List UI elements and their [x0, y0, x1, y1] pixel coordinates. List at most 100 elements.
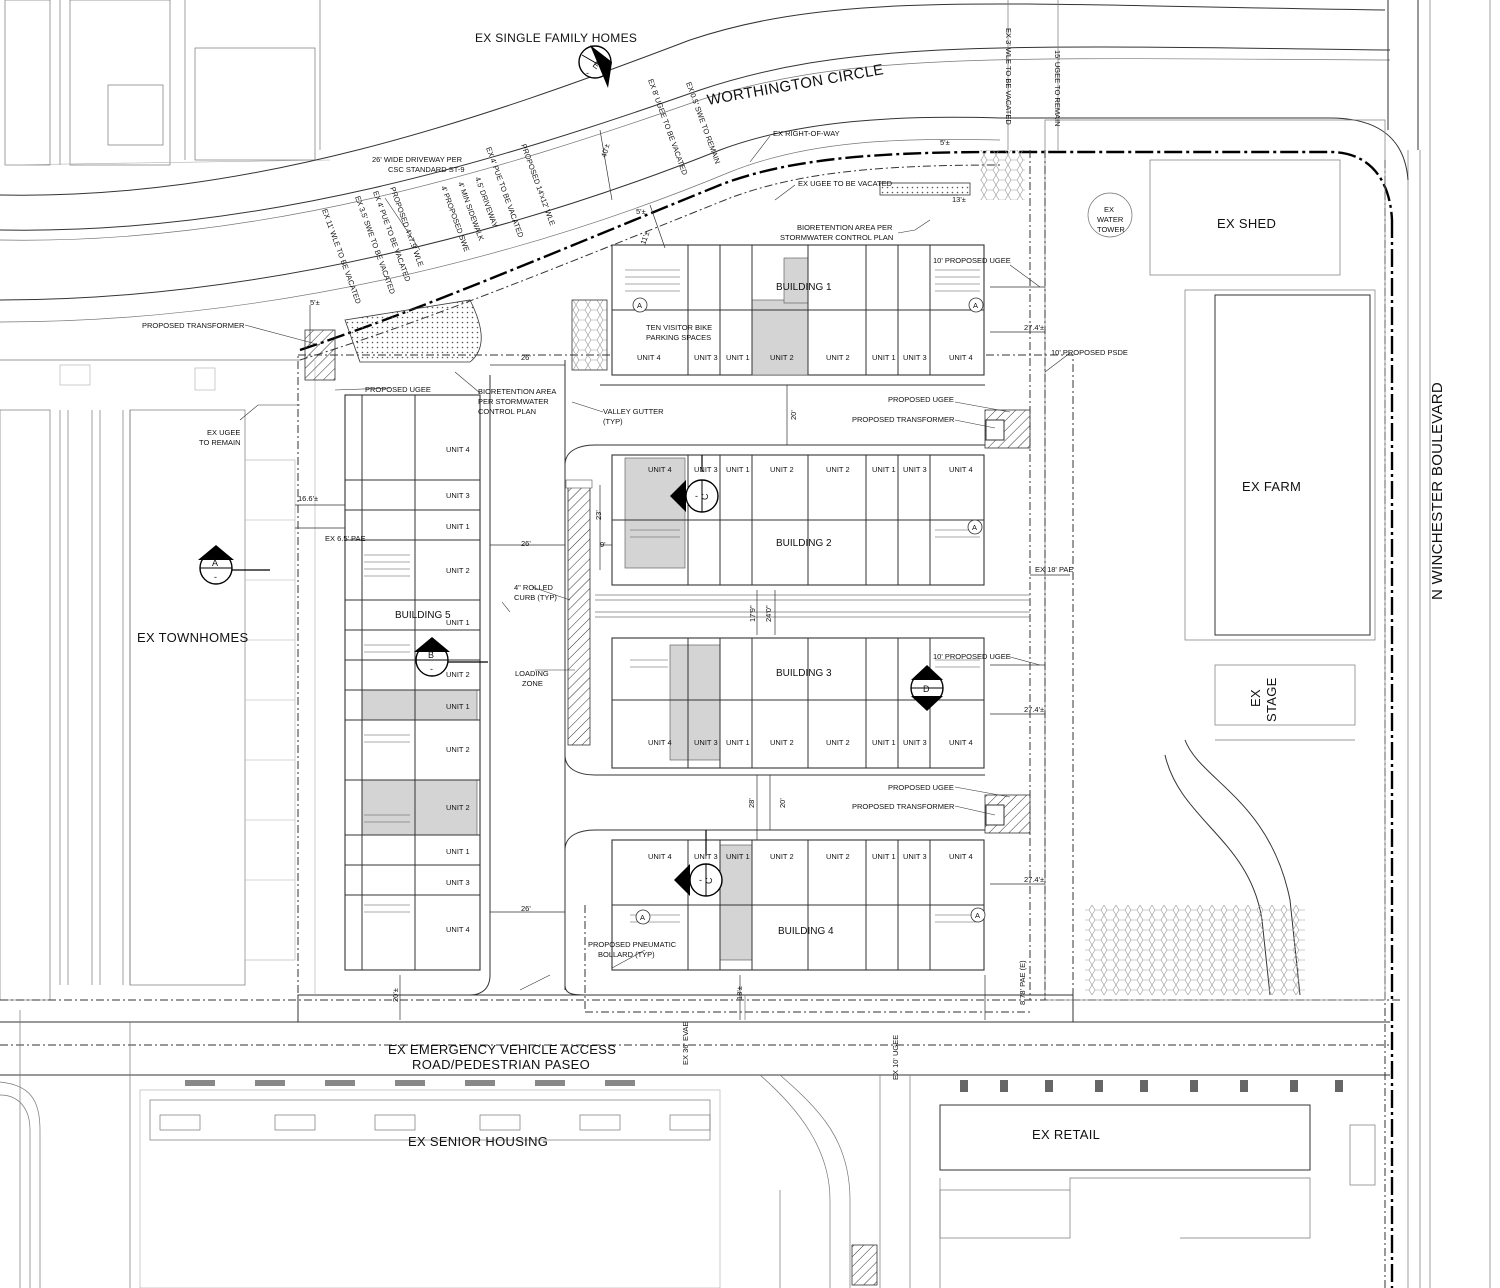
dim-label: 13'±: [952, 195, 966, 204]
unit-label: UNIT 2: [770, 738, 794, 747]
bollard-note-1: PROPOSED PNEUMATIC: [588, 940, 677, 949]
prop-ugee-note: PROPOSED UGEE: [365, 385, 431, 394]
bio-west-note-2: PER STORMWATER: [478, 397, 549, 406]
unit-label: UNIT 2: [446, 803, 470, 812]
ex-water-label-2: WATER: [1097, 215, 1124, 224]
building-unit-walls: [612, 245, 984, 970]
unit-label: UNIT 1: [446, 522, 470, 531]
eva-label-1: EX EMERGENCY VEHICLE ACCESS: [388, 1042, 616, 1057]
section-letter-e: E: [591, 59, 602, 71]
building-5-label: BUILDING 5: [395, 610, 451, 621]
dim-label: 27.4'±: [1024, 875, 1044, 884]
street-note: EX 11' WLE TO BE VACATED: [320, 208, 363, 306]
unit-label: UNIT 4: [648, 852, 672, 861]
unit-label: UNIT 3: [446, 491, 470, 500]
dim-label: 9': [600, 540, 606, 549]
ex-single-family-lots: [4, 0, 331, 166]
unit-label: UNIT 2: [770, 465, 794, 474]
unit-labels-b2: UNIT 4 UNIT 3 UNIT 1 UNIT 2 UNIT 2 UNIT …: [648, 465, 973, 474]
unit-label: UNIT 4: [949, 465, 973, 474]
unit-label: UNIT 4: [637, 353, 661, 362]
dim-label: 20'±: [391, 988, 400, 1002]
unit-label: UNIT 4: [446, 445, 470, 454]
prop-ugee-note: PROPOSED UGEE: [888, 395, 954, 404]
stair-marker-letter: A: [972, 523, 977, 532]
unit-label: UNIT 1: [446, 618, 470, 627]
dim-label: 5'±: [636, 207, 646, 216]
unit-label: UNIT 4: [949, 852, 973, 861]
building-3-label: BUILDING 3: [776, 668, 832, 679]
unit-label: UNIT 4: [648, 465, 672, 474]
unit-label: UNIT 4: [446, 925, 470, 934]
valley-gutter-2: (TYP): [603, 417, 623, 426]
dim-label: 17'9": [748, 605, 757, 622]
unit-label: UNIT 1: [872, 353, 896, 362]
section-letter-a: A: [212, 558, 218, 568]
stair-marker-letters: A A A A A: [637, 301, 980, 922]
section-symbols: [198, 45, 944, 897]
unit-label: UNIT 2: [826, 353, 850, 362]
unit-label: UNIT 3: [694, 738, 718, 747]
unit-label: UNIT 3: [903, 353, 927, 362]
unit-label: UNIT 3: [446, 878, 470, 887]
ex-ugee-remain-1: EX UGEE: [207, 428, 240, 437]
prop-ugee-note: 10' PROPOSED UGEE: [933, 652, 1011, 661]
dim-label: 26': [521, 904, 531, 913]
section-letter-d: D: [923, 684, 930, 694]
stair-marker-letter: A: [975, 911, 980, 920]
unit-label: UNIT 2: [826, 852, 850, 861]
dim-label: 5'±: [310, 298, 320, 307]
ex-farm-label: EX FARM: [1242, 479, 1301, 494]
unit-label: UNIT 2: [446, 566, 470, 575]
vertical-notes: EX 3' WLE TO BE VACATED 15' UGEE TO REMA…: [681, 28, 1062, 1080]
eve-note: EX 36' EVAE: [681, 1022, 690, 1065]
prop-transformer-note: PROPOSED TRANSFORMER: [852, 802, 955, 811]
loading-zone-2: ZONE: [522, 679, 543, 688]
unit-label: UNIT 1: [726, 852, 750, 861]
building-2-label: BUILDING 2: [776, 538, 832, 549]
dim-label: 27.4'±: [1024, 323, 1044, 332]
retail-block: [939, 1080, 1376, 1288]
section-dash-a: -: [214, 572, 217, 582]
building-4-label: BUILDING 4: [778, 926, 834, 937]
driveway-note-2: CSC STANDARD ST-9: [388, 165, 465, 174]
notes: 26' WIDE DRIVEWAY PER CSC STANDARD ST-9 …: [142, 129, 1128, 959]
dim-label: 24'0": [764, 605, 773, 622]
worthington-label: WORTHINGTON CIRCLE: [706, 61, 885, 109]
valley-gutter-1: VALLEY GUTTER: [603, 407, 664, 416]
unit-label: UNIT 3: [903, 465, 927, 474]
ex-townhomes-block: [0, 359, 300, 1001]
senior-housing-label: EX SENIOR HOUSING: [408, 1134, 548, 1149]
ugee15-note: 15' UGEE TO REMAIN: [1053, 50, 1062, 127]
dim-label: 5'±: [940, 138, 950, 147]
unit-label: UNIT 1: [726, 465, 750, 474]
unit-label: UNIT 1: [446, 847, 470, 856]
ex-water-label-1: EX: [1104, 205, 1114, 214]
section-letters: A - B - C - C - D E -: [212, 59, 930, 885]
ex-stage-label-1: EX: [1248, 689, 1263, 707]
bio-west-note-3: CONTROL PLAN: [478, 407, 536, 416]
retail-label: EX RETAIL: [1032, 1127, 1100, 1142]
dim-label: 27.4'±: [1024, 705, 1044, 714]
bio-top-note-2: STORMWATER CONTROL PLAN: [780, 233, 893, 242]
unit-label: UNIT 4: [949, 738, 973, 747]
ex-ugee-remain-2: TO REMAIN: [199, 438, 241, 447]
section-dash-b: -: [430, 664, 433, 674]
unit-label: UNIT 4: [648, 738, 672, 747]
rolled-curb-2: CURB (TYP): [514, 593, 557, 602]
section-dash-c2: -: [699, 875, 702, 885]
prop-psde-note: 10' PROPOSED PSDE: [1051, 348, 1128, 357]
dim-label: 18'±: [735, 986, 744, 1000]
prop-ugee-note: PROPOSED UGEE: [888, 783, 954, 792]
bollard-note-2: BOLLARD (TYP): [598, 950, 655, 959]
section-dash-c: -: [695, 491, 698, 501]
rolled-curb-1: 4" ROLLED: [514, 583, 554, 592]
bio-west-note-1: BIORETENTION AREA: [478, 387, 556, 396]
dim-label: 26': [521, 539, 531, 548]
unit-label: UNIT 1: [726, 738, 750, 747]
unit-label: UNIT 1: [872, 465, 896, 474]
bike-parking-1: TEN VISITOR BIKE: [646, 323, 712, 332]
unit-label: UNIT 3: [903, 738, 927, 747]
stair-markers: [632, 297, 986, 925]
unit-label: UNIT 3: [903, 852, 927, 861]
